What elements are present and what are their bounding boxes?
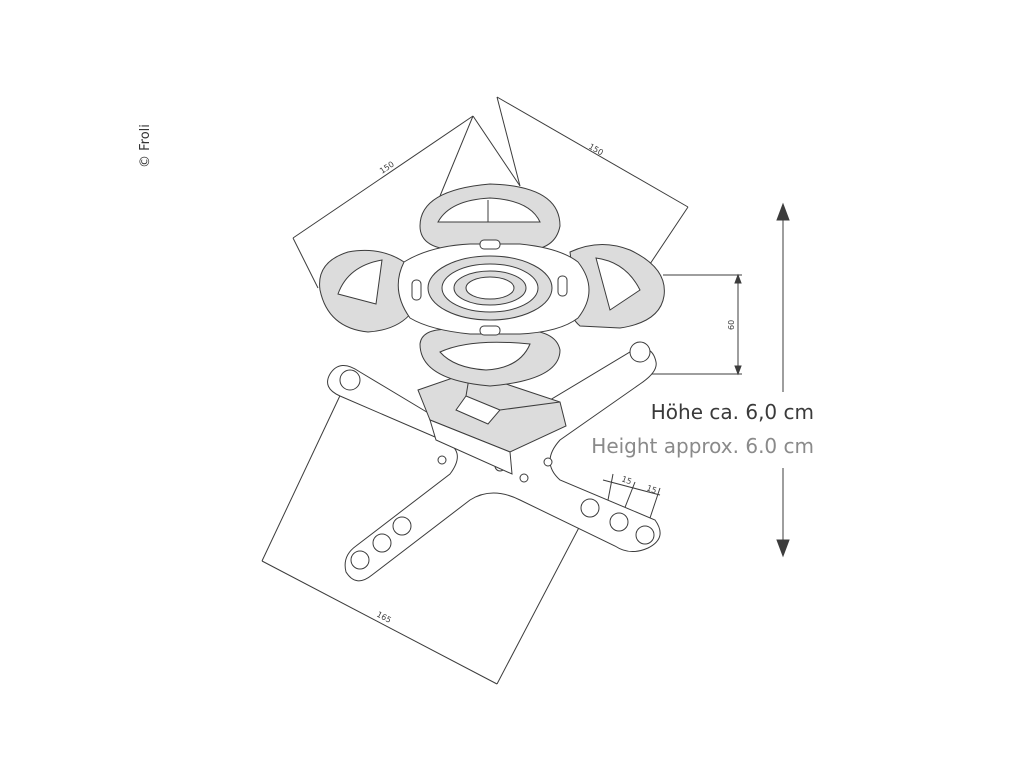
dim-label-side-height: 60	[727, 320, 736, 330]
dim-label-hole-spacing-2: 15	[645, 483, 658, 495]
ceiling-plate	[319, 183, 665, 387]
height-label-de: Höhe ca. 6,0 cm	[650, 400, 814, 424]
dimension-top-left	[292, 115, 521, 289]
height-arrow	[776, 202, 790, 558]
dim-label-top-left: 150	[378, 160, 396, 176]
dim-label-hole-spacing-1: 15	[620, 474, 633, 486]
dim-label-bottom-length: 165	[375, 610, 393, 625]
dimension-side-height	[652, 273, 742, 376]
copyright-label: © Froli	[138, 124, 153, 168]
dim-label-top-right: 150	[587, 142, 605, 157]
height-label-en: Height approx. 6.0 cm	[591, 434, 814, 458]
